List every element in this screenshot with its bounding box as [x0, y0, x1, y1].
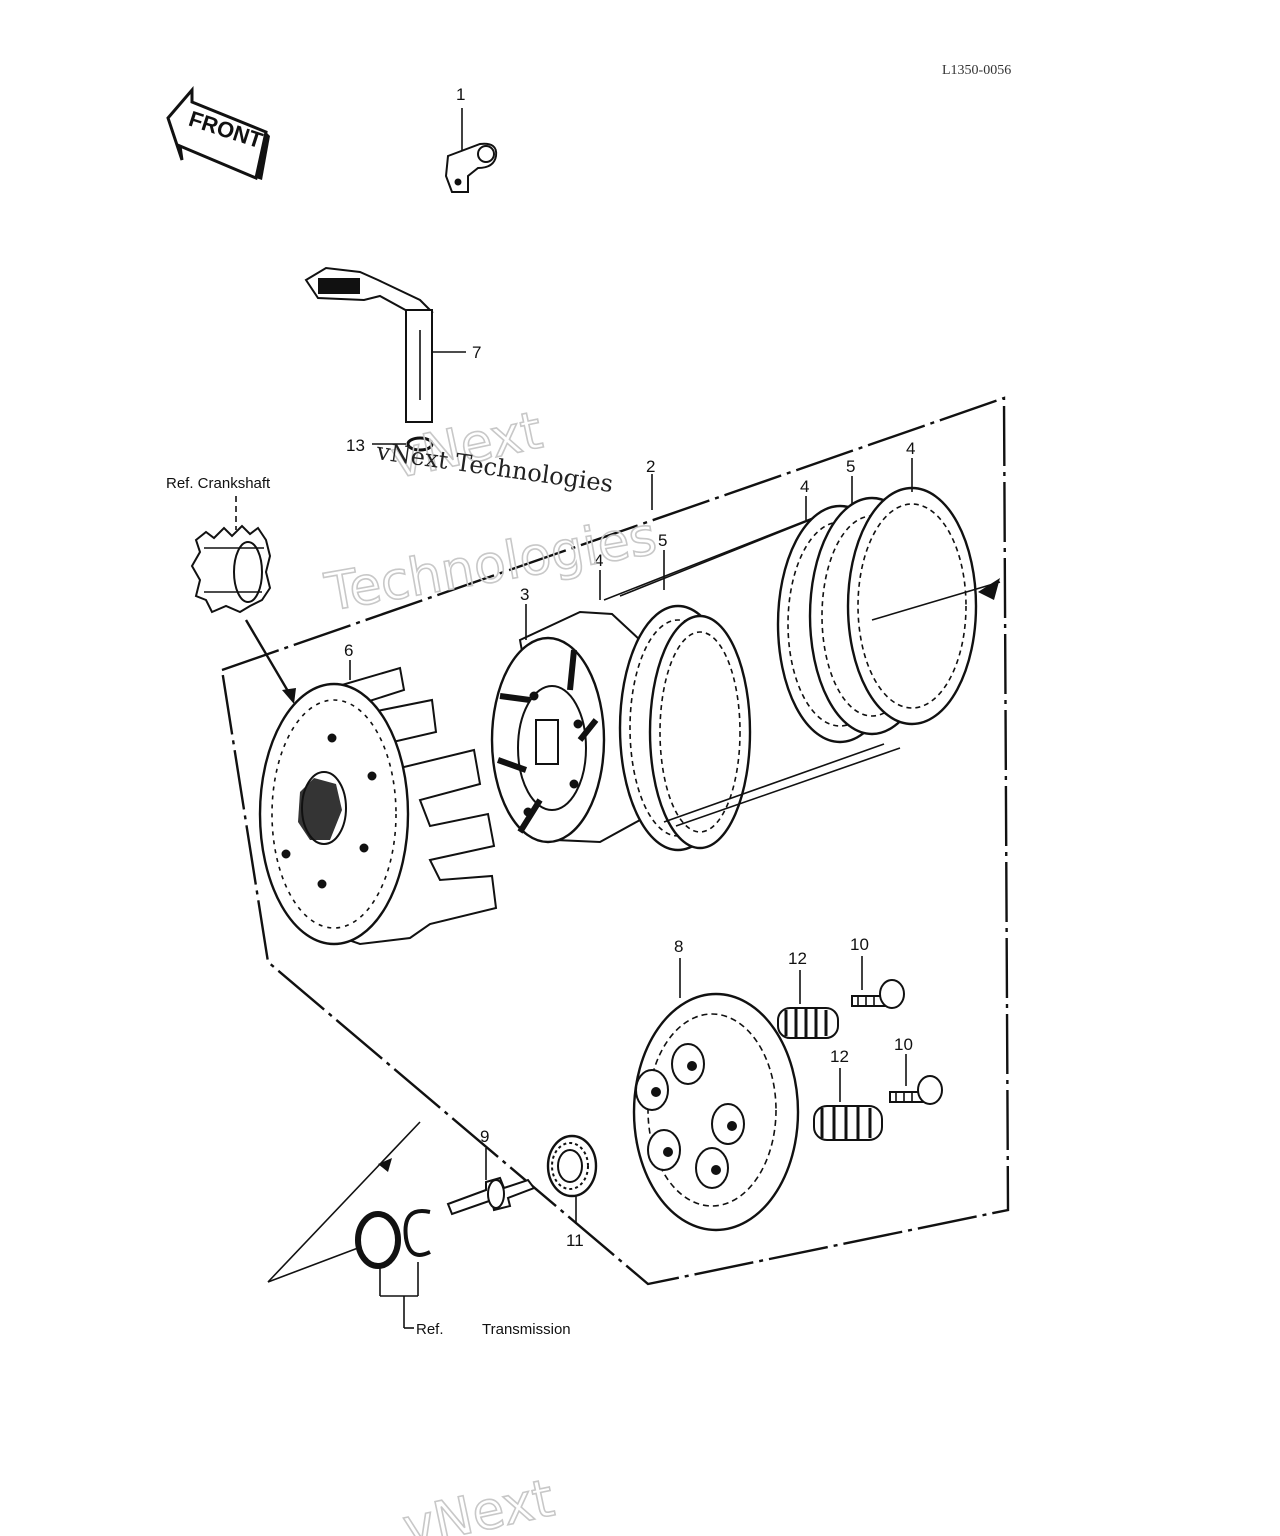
part-10-bolt-upper: [851, 979, 905, 1009]
callout-12b: 12: [830, 1047, 849, 1066]
part-4-5-plates-front: [618, 604, 752, 852]
callout-3: 3: [520, 585, 529, 604]
part-9-push-rod: [446, 1176, 536, 1216]
callout-10a: 10: [850, 935, 869, 954]
drawing-code: L1350-0056: [942, 63, 1011, 78]
callout-4a: 4: [594, 551, 603, 570]
callout-13: 13: [346, 436, 365, 455]
part-11-bearing: [546, 1134, 598, 1198]
callout-8: 8: [674, 937, 683, 956]
callout-5b: 5: [846, 457, 855, 476]
ref-label: Ref.: [416, 1321, 444, 1338]
ref-transmission-label: Transmission: [482, 1321, 571, 1338]
watermark-technologies: Technologies: [321, 506, 661, 623]
part-10-bolt-lower: [889, 1075, 943, 1105]
transmission-washer-icon: [355, 1211, 401, 1269]
ref-crankshaft-label: Ref. Crankshaft: [166, 475, 271, 492]
callout-9: 9: [480, 1127, 489, 1146]
front-arrow-icon: FRONT: [166, 85, 270, 181]
callout-4c: 4: [906, 439, 915, 458]
callout-11: 11: [566, 1231, 584, 1250]
callout-7: 7: [472, 343, 481, 362]
callout-4b: 4: [800, 477, 809, 496]
callout-12a: 12: [788, 949, 807, 968]
part-1-clamp: [444, 108, 498, 193]
part-8-pressure-plate: [632, 992, 800, 1232]
part-6-clutch-housing: [258, 666, 498, 946]
callout-2: 2: [646, 457, 655, 476]
crankshaft-gear-icon: [190, 524, 272, 614]
transmission-circlip-icon: [403, 1209, 431, 1257]
part-12-spring-lower: [813, 1105, 883, 1141]
part-4-5-plates-rear: [776, 486, 1001, 744]
part-7-release-shaft: [304, 266, 466, 423]
part-13-o-ring: [372, 436, 434, 452]
assembly-boundary: [220, 396, 1010, 1286]
callout-10b: 10: [894, 1035, 913, 1054]
callout-6: 6: [344, 641, 353, 660]
callout-1: 1: [456, 85, 465, 104]
part-12-spring-upper: [777, 1007, 839, 1039]
watermark-vnext-bottom: vNext: [398, 1469, 559, 1536]
callout-5a: 5: [658, 531, 667, 550]
